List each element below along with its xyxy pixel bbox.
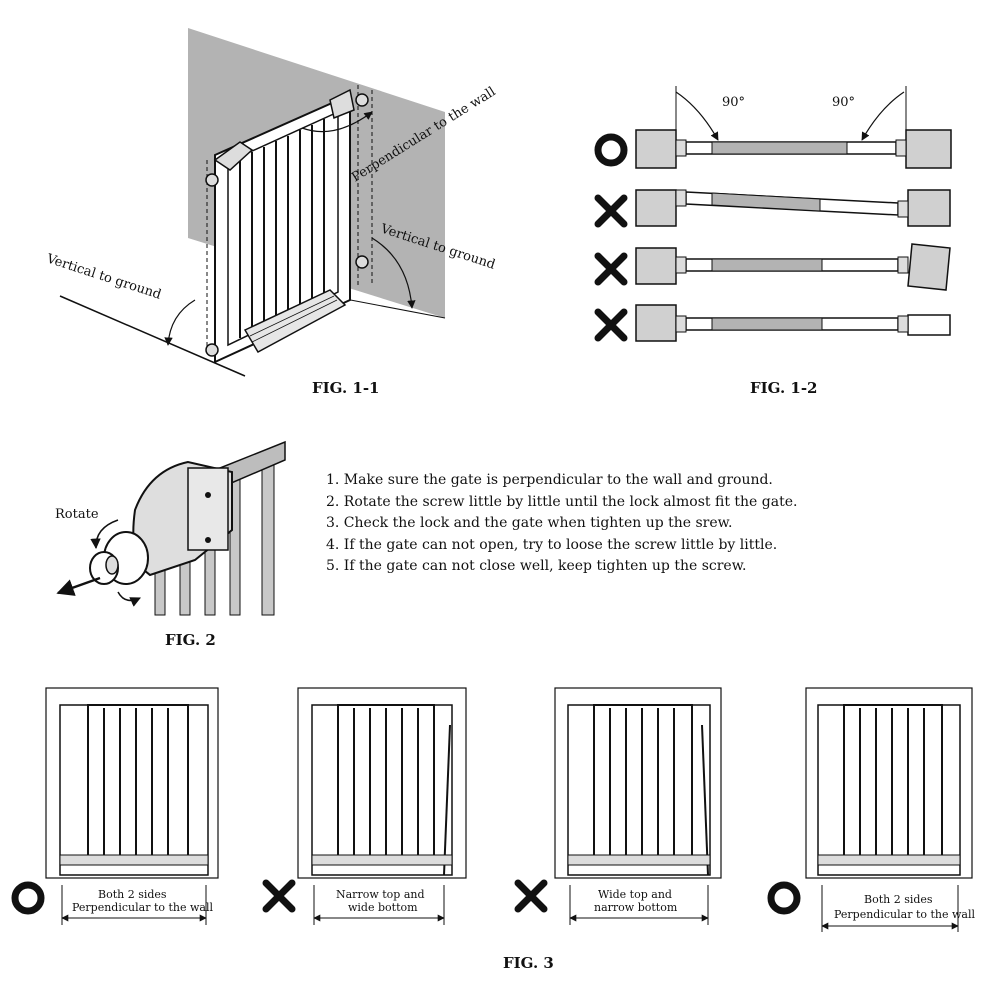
panel-1-line-2: Perpendicular to the wall xyxy=(72,901,213,914)
fig-1-1: Perpendicular to the wall Vertical to gr… xyxy=(44,28,498,397)
panel-2-line-1: Narrow top and xyxy=(336,888,425,901)
fig-1-2: 90° 90° xyxy=(594,86,952,397)
fig-1-2-row-1 xyxy=(594,129,952,169)
angle-label-left: 90° xyxy=(722,95,745,110)
panel-4-line-1: Both 2 sides xyxy=(864,893,933,906)
instruction-step-5: 5. If the gate can not close well, keep … xyxy=(326,558,747,574)
panel-3-line-1: Wide top and xyxy=(598,888,672,901)
fig-1-2-row-2 xyxy=(594,189,951,228)
label-vertical-to-ground-left: Vertical to ground xyxy=(44,251,163,302)
instruction-step-1: 1. Make sure the gate is perpendicular t… xyxy=(326,472,773,488)
fig-3-panel-1: Both 2 sides Perpendicular to the wall xyxy=(11,687,219,925)
caption-fig-1-1: FIG. 1-1 xyxy=(312,379,380,397)
panel-4-line-2: Perpendicular to the wall xyxy=(834,908,975,921)
wrong-mark-icon xyxy=(514,879,548,913)
fig-2: Rotate FIG. 2 xyxy=(55,440,286,649)
wrong-mark-icon xyxy=(262,879,296,913)
caption-fig-3: FIG. 3 xyxy=(503,954,554,972)
fig-3: Both 2 sides Perpendicular to the wall N… xyxy=(11,687,975,972)
instruction-list: 1. Make sure the gate is perpendicular t… xyxy=(326,470,797,578)
angle-label-right: 90° xyxy=(832,95,855,110)
panel-3-line-2: narrow bottom xyxy=(594,901,678,914)
wrong-mark-icon xyxy=(594,194,628,228)
instruction-step-4: 4. If the gate can not open, try to loos… xyxy=(326,536,778,553)
label-rotate: Rotate xyxy=(55,507,99,522)
caption-fig-1-2: FIG. 1-2 xyxy=(750,379,818,397)
panel-1-line-1: Both 2 sides xyxy=(98,888,167,901)
fig-3-panel-2: Narrow top and wide bottom xyxy=(262,687,467,925)
wrong-mark-icon xyxy=(594,252,628,286)
wrong-mark-icon xyxy=(594,308,628,342)
caption-fig-2: FIG. 2 xyxy=(165,631,216,649)
correct-mark-icon xyxy=(594,133,628,167)
fig-3-panel-3: Wide top and narrow bottom xyxy=(514,687,722,925)
gate-illustration xyxy=(205,88,369,364)
correct-mark-icon xyxy=(11,881,45,915)
panel-2-line-2: wide bottom xyxy=(348,901,418,914)
instruction-step-3: 3. Check the lock and the gate when tigh… xyxy=(326,515,733,531)
correct-mark-icon xyxy=(767,881,801,915)
fig-1-2-row-4 xyxy=(594,304,951,342)
fig-3-panel-4: Both 2 sides Perpendicular to the wall xyxy=(767,687,975,932)
instruction-step-2: 2. Rotate the screw little by little unt… xyxy=(326,493,798,510)
fig-1-2-row-3 xyxy=(594,243,951,291)
